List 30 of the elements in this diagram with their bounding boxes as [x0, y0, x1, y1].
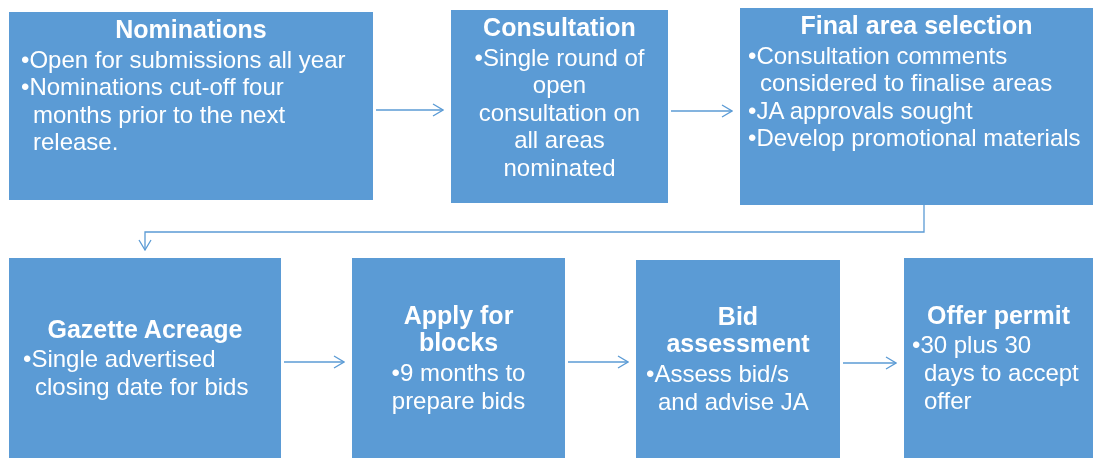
step-heading: Consultation: [482, 14, 637, 42]
process-box: [904, 258, 1093, 458]
bullet-text: •Single advertised closing date for bids: [23, 345, 250, 401]
step-heading: Apply for blocks: [402, 301, 515, 357]
bullet-text: •JA approvals sought: [748, 96, 974, 125]
arrow: [375, 103, 444, 117]
bullet-text: •9 months to prepare bids: [390, 358, 527, 415]
step-heading: Gazette Acreage: [46, 315, 244, 344]
arrow: [283, 355, 345, 369]
bullet-text: •30 plus 30 days to accept offer: [912, 331, 1080, 415]
arrow: [842, 356, 897, 370]
bullet-text: •Assess bid/s and advise JA: [646, 359, 810, 416]
process-box: [9, 12, 373, 200]
bullet-text: •Nominations cut-off four months prior to the next release.: [21, 73, 287, 156]
bullet-text: •Open for submissions all year: [21, 45, 347, 74]
arrow: [670, 104, 733, 118]
bullet-text: •Single round of open consultation on all areas nominated: [473, 43, 646, 182]
step-heading: Offer permit: [925, 301, 1072, 330]
process-box: [740, 8, 1093, 205]
process-box: [451, 10, 668, 203]
process-box: [9, 258, 281, 458]
bullet-text: •Develop promotional materials: [748, 124, 1082, 152]
process-box: [636, 260, 840, 458]
step-heading: Final area selection: [799, 12, 1034, 40]
bullet-text: •Consultation comments considered to finalise areas: [748, 41, 1054, 97]
step-heading: Bid assessment: [665, 302, 811, 358]
arrow: [138, 204, 925, 251]
process-box: [352, 258, 565, 458]
step-heading: Nominations: [114, 16, 268, 44]
arrow: [567, 355, 629, 369]
